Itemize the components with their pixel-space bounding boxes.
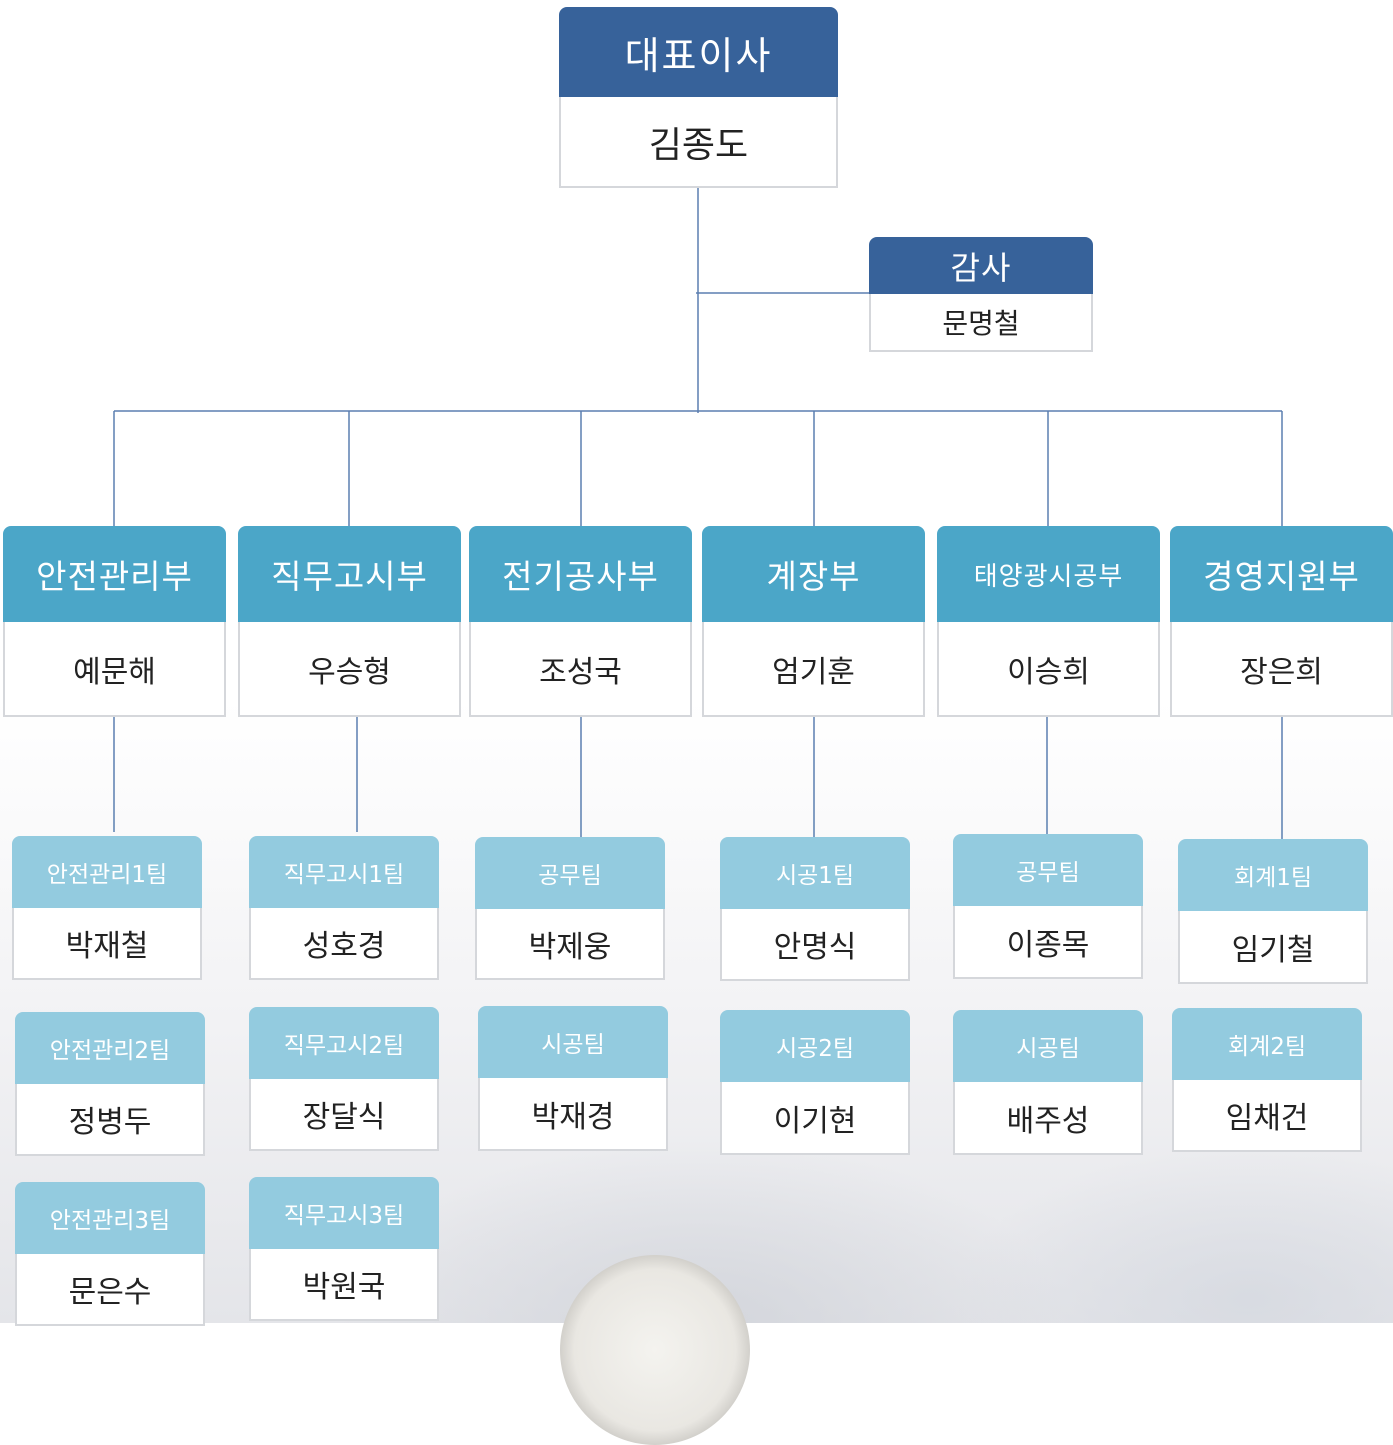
team-title: 회계2팀 [1172, 1008, 1362, 1082]
team-box: 시공팀 배주성 [953, 1010, 1143, 1155]
team-leader: 안명식 [720, 909, 910, 981]
department-box: 계장부 엄기훈 [702, 526, 925, 717]
team-leader: 이기현 [720, 1082, 910, 1155]
team-leader: 성호경 [249, 908, 439, 980]
department-head: 조성국 [469, 622, 692, 717]
department-box: 안전관리부 예문해 [3, 526, 226, 717]
department-title: 전기공사부 [469, 526, 692, 622]
department-box: 경영지원부 장은희 [1170, 526, 1393, 717]
team-box: 안전관리2팀 정병두 [15, 1012, 205, 1156]
team-leader: 임기철 [1178, 911, 1368, 984]
department-head: 엄기훈 [702, 622, 925, 717]
team-box: 회계1팀 임기철 [1178, 839, 1368, 984]
team-title: 회계1팀 [1178, 839, 1368, 913]
team-leader: 박재경 [478, 1078, 668, 1151]
team-box: 시공2팀 이기현 [720, 1010, 910, 1155]
team-leader: 임채건 [1172, 1080, 1362, 1152]
auditor-title: 감사 [869, 237, 1093, 294]
team-leader: 박제웅 [475, 909, 665, 980]
department-title: 안전관리부 [3, 526, 226, 622]
team-title: 시공팀 [478, 1006, 668, 1080]
team-title: 공무팀 [953, 834, 1143, 908]
ceo-title: 대표이사 [559, 7, 838, 97]
team-title: 안전관리1팀 [12, 836, 202, 910]
ceo-box: 대표이사 김종도 [559, 7, 838, 188]
team-box: 공무팀 박제웅 [475, 837, 665, 980]
team-title: 직무고시2팀 [249, 1007, 439, 1081]
team-title: 안전관리2팀 [15, 1012, 205, 1086]
team-title: 직무고시3팀 [249, 1177, 439, 1251]
department-title: 태양광시공부 [937, 526, 1160, 622]
team-leader: 배주성 [953, 1082, 1143, 1155]
team-leader: 박재철 [12, 908, 202, 980]
team-box: 회계2팀 임채건 [1172, 1008, 1362, 1152]
team-box: 안전관리1팀 박재철 [12, 836, 202, 980]
department-box: 전기공사부 조성국 [469, 526, 692, 717]
auditor-box: 감사 문명철 [869, 237, 1093, 352]
team-title: 시공2팀 [720, 1010, 910, 1084]
team-box: 직무고시2팀 장달식 [249, 1007, 439, 1151]
team-box: 시공팀 박재경 [478, 1006, 668, 1151]
team-title: 공무팀 [475, 837, 665, 911]
team-title: 안전관리3팀 [15, 1182, 205, 1256]
team-leader: 장달식 [249, 1079, 439, 1151]
department-box: 직무고시부 우승형 [238, 526, 461, 717]
team-leader: 이종목 [953, 906, 1143, 979]
team-title: 시공1팀 [720, 837, 910, 911]
department-head: 우승형 [238, 622, 461, 717]
department-head: 장은희 [1170, 622, 1393, 717]
team-box: 공무팀 이종목 [953, 834, 1143, 979]
connector-lines [113, 187, 1283, 840]
department-title: 계장부 [702, 526, 925, 622]
team-box: 안전관리3팀 문은수 [15, 1182, 205, 1326]
department-box: 태양광시공부 이승희 [937, 526, 1160, 717]
department-title: 경영지원부 [1170, 526, 1393, 622]
team-box: 시공1팀 안명식 [720, 837, 910, 981]
ceo-name: 김종도 [559, 97, 838, 188]
team-box: 직무고시3팀 박원국 [249, 1177, 439, 1321]
department-head: 예문해 [3, 622, 226, 717]
team-title: 시공팀 [953, 1010, 1143, 1084]
auditor-name: 문명철 [869, 294, 1093, 352]
background [0, 0, 1393, 1323]
department-head: 이승희 [937, 622, 1160, 717]
team-leader: 박원국 [249, 1249, 439, 1321]
team-leader: 문은수 [15, 1254, 205, 1326]
department-title: 직무고시부 [238, 526, 461, 622]
team-leader: 정병두 [15, 1084, 205, 1156]
team-title: 직무고시1팀 [249, 836, 439, 910]
team-box: 직무고시1팀 성호경 [249, 836, 439, 980]
